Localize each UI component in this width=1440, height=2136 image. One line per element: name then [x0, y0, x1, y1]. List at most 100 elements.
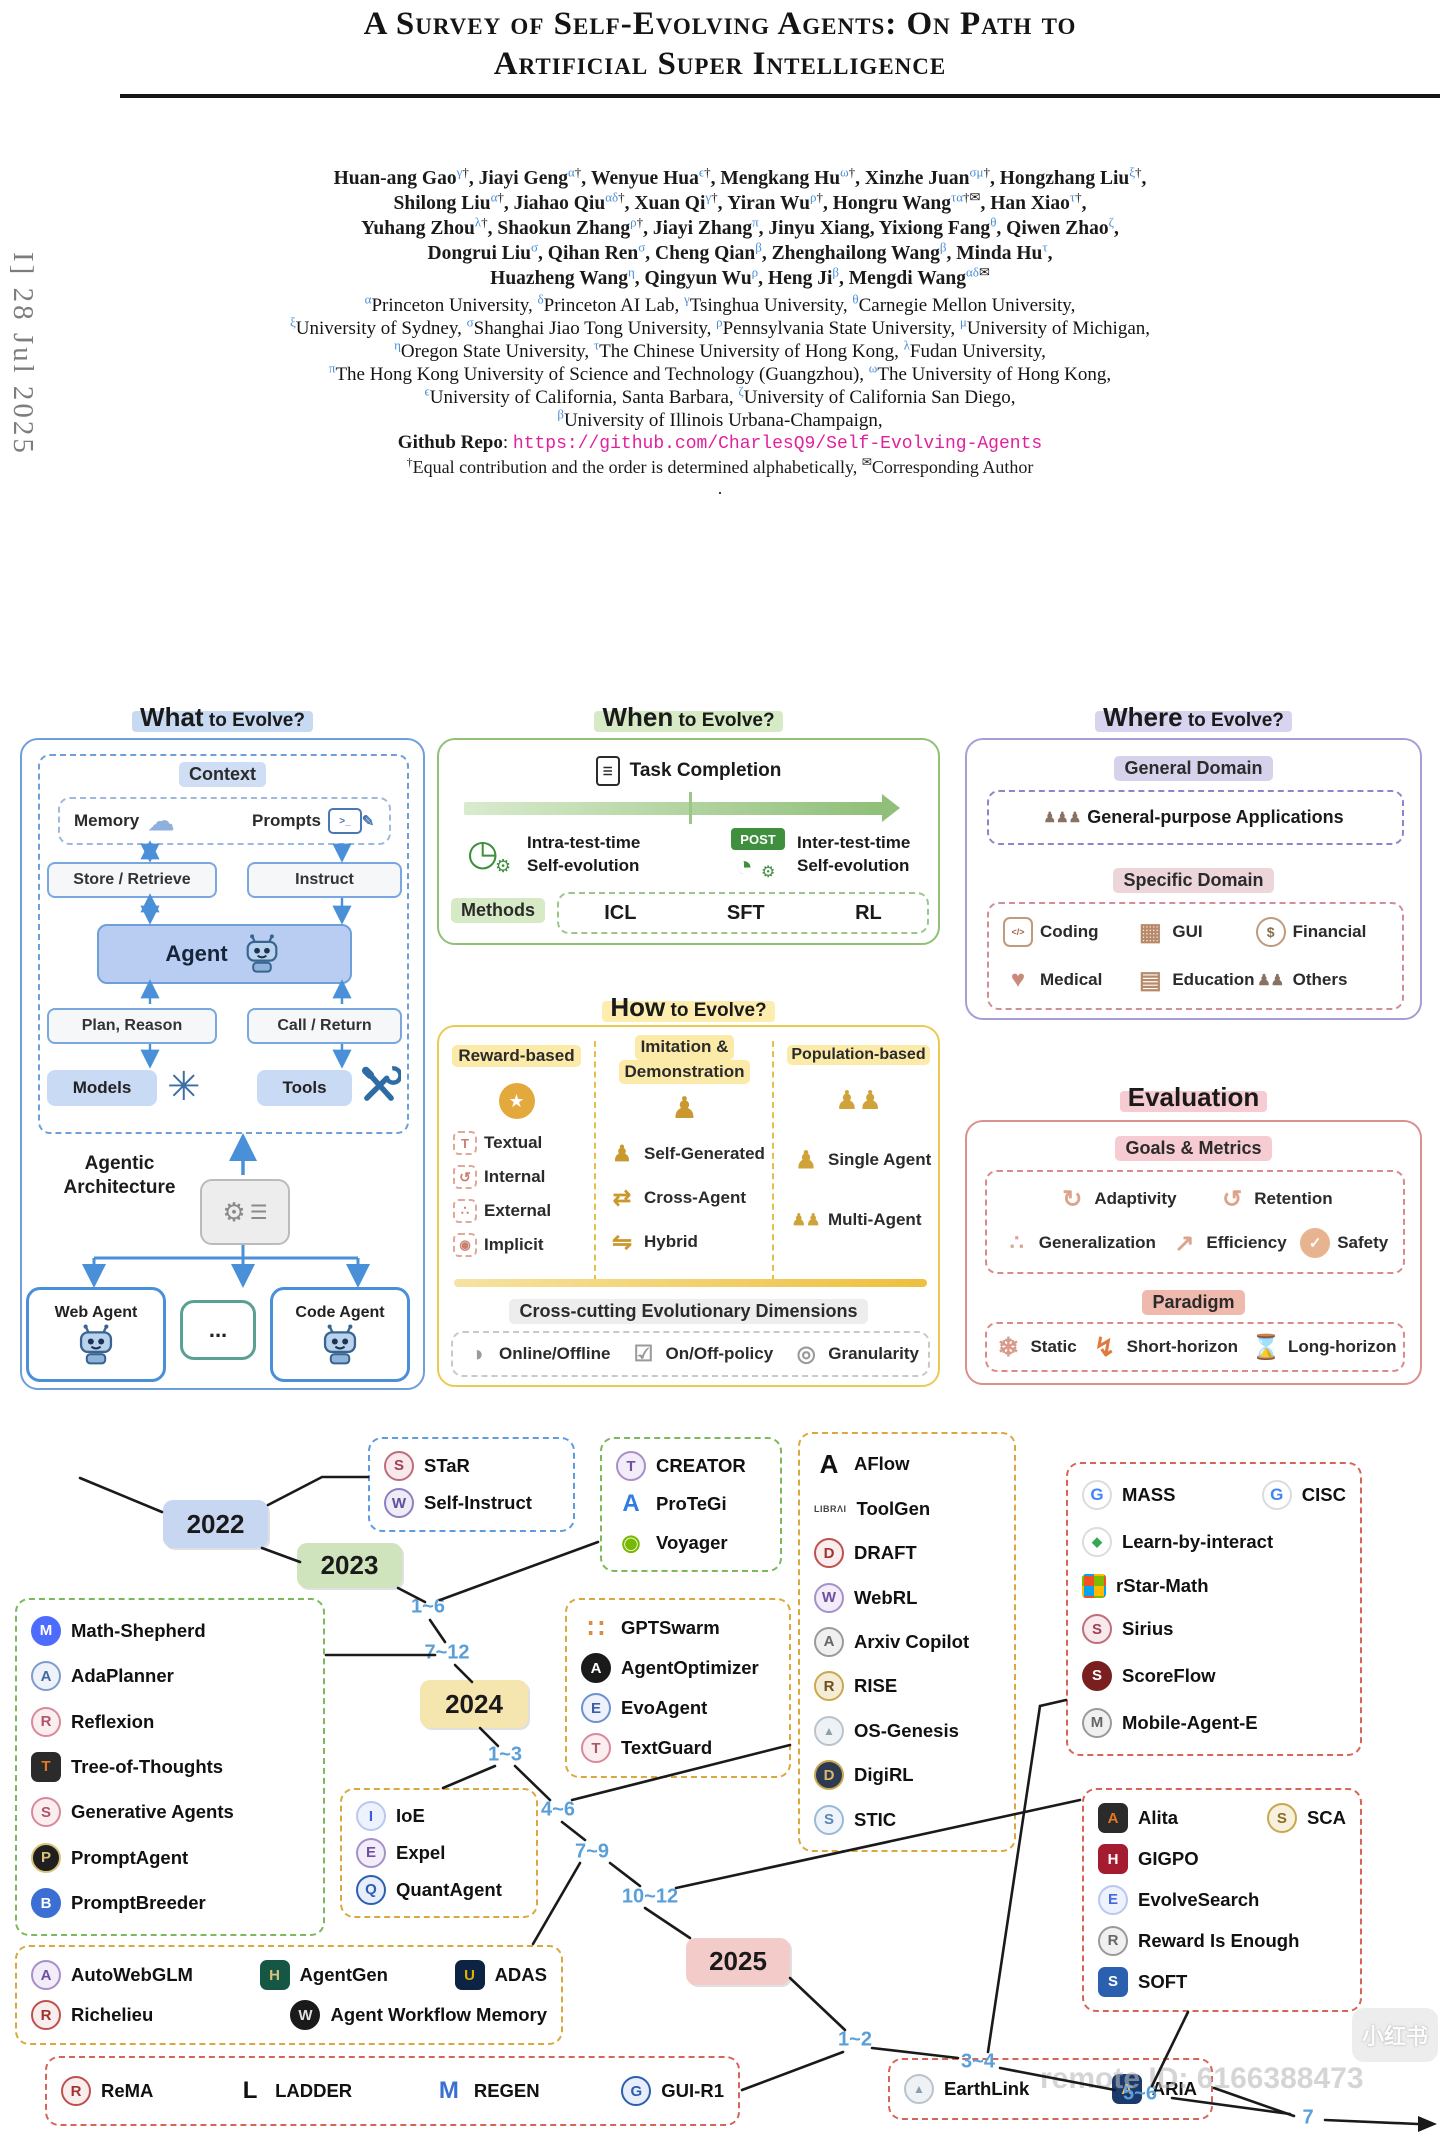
prompts-label: Prompts	[252, 811, 321, 830]
method-logo-icon: A	[819, 1448, 839, 1479]
method-logo-icon: H	[259, 1960, 290, 1990]
imitation-items: ♟Self-Generated⇄Cross-Agent⇋Hybrid	[607, 1139, 765, 1257]
memory-label: Memory	[74, 811, 140, 830]
paper-title: A Survey of Self-Evolving Agents: On Pat…	[0, 4, 1440, 85]
specific-domain-box: </>Coding▦GUI$Financial♥Medical▤Educatio…	[987, 902, 1404, 1010]
cross-cutting-item: ◎Granularity	[791, 1339, 919, 1369]
method-logo-icon: R	[31, 1706, 61, 1737]
xiaohongshu-watermark-badge: 小红书	[1352, 2008, 1438, 2062]
method-logo-icon: A	[622, 1490, 640, 1518]
code-agent-box: Code Agent	[270, 1287, 410, 1382]
method-logo-icon: A	[581, 1653, 611, 1683]
population-item: ♟♟Multi-Agent	[791, 1205, 931, 1235]
method-logo-icon: S	[31, 1797, 61, 1828]
presenter-icon: ♟	[671, 1092, 698, 1125]
goal-icon: ✓	[1300, 1228, 1331, 1258]
terminal-icon: >_	[328, 808, 362, 834]
when-panel-title: When to Evolve?	[437, 702, 940, 733]
how-panel-title: How to Evolve?	[437, 992, 940, 1023]
agent-box: Agent	[97, 924, 352, 984]
reward-item-icon: ∴	[453, 1199, 477, 1223]
gear-icon: ⚙	[495, 856, 512, 876]
domain-icon: ▦	[1139, 918, 1162, 946]
paradigm-item: ❄Static	[993, 1332, 1077, 1362]
method-logo-icon: H	[1098, 1844, 1128, 1875]
timeline-month-label: 3~4	[961, 2050, 995, 2073]
github-repo-link[interactable]: https://github.com/CharlesQ9/Self-Evolvi…	[512, 434, 1043, 454]
population-heading: Population-based	[775, 1045, 942, 1065]
paper-title-line1: A Survey of Self-Evolving Agents: On Pat…	[363, 6, 1077, 42]
openai-icon: ✳	[167, 1065, 201, 1109]
column-divider	[594, 1041, 596, 1281]
method-logo-icon: S	[1098, 1966, 1128, 1997]
where-domain-item: ♥Medical	[1003, 965, 1135, 995]
timeline-month-label: 7~12	[424, 1641, 470, 1664]
paradigm-icon: ⌛	[1251, 1333, 1281, 1361]
method-logo-icon: L	[242, 2077, 258, 2104]
arxiv-sidebar-text: I] 28 Jul 2025	[7, 252, 39, 456]
method-logo-icon: S	[814, 1804, 844, 1835]
affiliation-line: ϵUniversity of California, Santa Barbara…	[424, 383, 1016, 408]
cross-cutting-item: ☑On/Off-policy	[629, 1339, 774, 1369]
pencil-icon: ✎	[361, 813, 375, 830]
general-purpose-label: General-purpose Applications	[1087, 807, 1344, 827]
cross-cutting-icon: ◎	[796, 1341, 816, 1366]
timeline-arrow	[464, 794, 900, 822]
method-logo-icon: M	[1082, 1707, 1112, 1738]
method-logo-icon: A	[1111, 2074, 1142, 2104]
timeline-month-label: 1~6	[411, 1595, 445, 1618]
post-badge: POST	[731, 828, 785, 850]
store-retrieve-box: Store / Retrieve	[47, 862, 217, 898]
reward-item-icon: ◉	[453, 1233, 477, 1257]
timeline-month-label: 7~9	[575, 1840, 609, 1863]
goal-item: ↗Efficiency	[1169, 1228, 1286, 1258]
goal-item: ↻Adaptivity	[1057, 1184, 1176, 1214]
timeline-month-label: 10~12	[621, 1885, 679, 1908]
reward-item-icon: ↺	[453, 1165, 477, 1189]
method-logo-icon: A	[31, 1960, 61, 1990]
models-chip: Models	[47, 1070, 157, 1106]
affiliation-list: αPrinceton University, δPrinceton AI Lab…	[0, 293, 1440, 432]
paradigm-item: ↯Short-horizon	[1090, 1332, 1238, 1362]
goal-item: ∴Generalization	[1002, 1228, 1156, 1258]
reward-item: ∴External	[453, 1199, 551, 1223]
reward-item-icon: T	[453, 1131, 477, 1155]
what-panel: Context Memory☁ Prompts>_✎ Store / Retri…	[20, 738, 425, 1390]
method-logo-icon: E	[356, 1837, 386, 1868]
clock-icon: ◔	[735, 850, 754, 883]
brain-icon: ☁	[148, 805, 175, 836]
timeline-method-item: rStar-Math	[1082, 1573, 1209, 1598]
method-logo-icon: U	[454, 1960, 485, 1990]
method-logo-icon: LIBRΛI	[814, 1503, 847, 1514]
method-option: SFT	[726, 901, 765, 924]
population-items: ♟Single Agent♟♟Multi-Agent	[791, 1145, 932, 1235]
github-repo-line: Github Repo: https://github.com/CharlesQ…	[397, 432, 1043, 454]
title-rule	[120, 94, 1440, 98]
population-item-icon: ♟♟	[791, 1212, 821, 1229]
timeline-month-label: 1~3	[488, 1743, 522, 1766]
method-logo-icon: I	[356, 1801, 386, 1832]
task-completion-label: ☰ Task Completion	[439, 756, 938, 786]
methods-chip: Methods	[451, 898, 545, 923]
cross-cutting-icon: ◑	[470, 1341, 484, 1366]
